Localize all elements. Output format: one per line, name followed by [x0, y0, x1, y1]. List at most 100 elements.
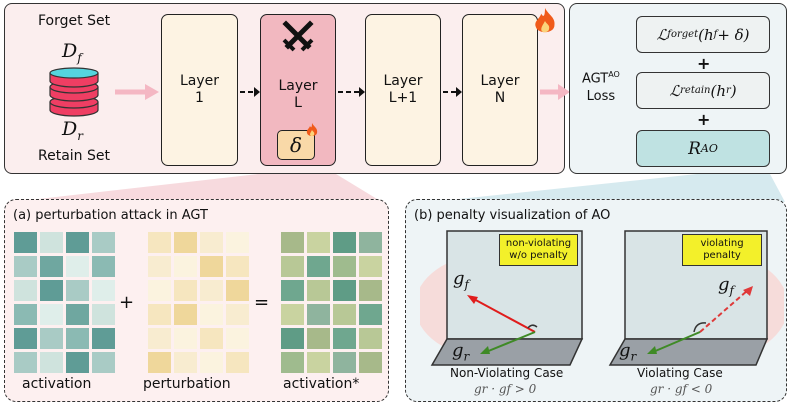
dashed-arrows [240, 87, 462, 97]
activation-star-cell [359, 328, 382, 349]
activation-label: activation [22, 376, 92, 392]
plus-sign: + [697, 110, 711, 129]
perturbation-cell [226, 256, 249, 277]
delta-symbol: δ [289, 133, 303, 157]
perturbation-cell [226, 280, 249, 301]
input-arrow [115, 84, 159, 100]
activation-cell [92, 280, 115, 301]
layer-1-index: 1 [195, 90, 204, 106]
gf-label: gf [718, 274, 734, 298]
perturbation-cell [174, 280, 197, 301]
activation-star-cell [281, 328, 304, 349]
activation-grid [14, 232, 115, 373]
activation-cell [66, 352, 89, 373]
loss-label: AGTAO Loss [582, 70, 620, 104]
connector-wedges [12, 174, 785, 202]
layer-l-index: L [294, 95, 302, 111]
non-violating-caption: Non-Violating Case [450, 366, 564, 380]
equals-operator: = [254, 292, 270, 313]
violating-tag: violating penalty [682, 234, 762, 266]
layer-l1-name: Layer [383, 72, 423, 89]
forget-set-label: Forget Set [38, 13, 111, 29]
plus-operator: + [119, 292, 135, 313]
perturbation-cell [200, 280, 223, 301]
non-violating-tag: non-violating w/o penalty [499, 234, 578, 266]
activation-cell [92, 352, 115, 373]
activation-cell [92, 328, 115, 349]
layer-n-name: Layer [480, 72, 520, 89]
activation-star-cell [359, 256, 382, 277]
activation-cell [40, 328, 63, 349]
perturbation-cell [148, 352, 171, 373]
activation-star-cell [359, 304, 382, 325]
perturbation-cell [226, 352, 249, 373]
panel-b-title: (b) penalty visualization of AO [414, 208, 611, 223]
activation-star-cell [333, 256, 356, 277]
df-symbol: Df [62, 40, 82, 65]
perturbation-cell [200, 352, 223, 373]
perturbation-cell [148, 280, 171, 301]
activation-star-cell [307, 304, 330, 325]
activation-star-cell [307, 232, 330, 253]
activation-star-cell [281, 232, 304, 253]
flame-icon [306, 123, 318, 137]
violating-caption: Violating Case [637, 366, 723, 380]
activation-star-label: activation* [283, 376, 360, 392]
delta-box: δ [277, 130, 315, 160]
activation-cell [92, 256, 115, 277]
layer-1: Layer 1 [161, 14, 238, 166]
activation-cell [14, 352, 37, 373]
layer-n-index: N [494, 90, 506, 106]
perturbation-cell [200, 256, 223, 277]
perturbation-cell [200, 304, 223, 325]
layer-1-name: Layer [179, 72, 220, 89]
activation-cell [66, 232, 89, 253]
activation-cell [14, 280, 37, 301]
activation-star-cell [307, 328, 330, 349]
activation-star-cell [281, 304, 304, 325]
perturbation-grid [148, 232, 249, 373]
gr-label: gr [619, 340, 637, 364]
layer-l-name: Layer [278, 77, 318, 94]
activation-cell [92, 232, 115, 253]
database-icon [49, 67, 99, 117]
gf-label: gf [453, 268, 469, 292]
activation-star-cell [359, 352, 382, 373]
activation-cell [66, 256, 89, 277]
activation-star-cell [333, 280, 356, 301]
activation-cell [66, 280, 89, 301]
activation-cell [92, 304, 115, 325]
activation-cell [40, 280, 63, 301]
perturbation-cell [200, 328, 223, 349]
panel-a-title: (a) perturbation attack in AGT [13, 208, 208, 223]
dr-symbol: Dr [62, 118, 83, 143]
retain-set-label: Retain Set [38, 148, 110, 164]
activation-cell [14, 232, 37, 253]
gr-label: gr [452, 340, 470, 364]
activation-star-cell [307, 352, 330, 373]
perturbation-cell [148, 232, 171, 253]
activation-cell [40, 232, 63, 253]
activation-cell [66, 328, 89, 349]
activation-star-grid [281, 232, 382, 373]
activation-star-cell [333, 352, 356, 373]
plus-sign: + [697, 54, 711, 73]
activation-star-cell [333, 232, 356, 253]
perturbation-cell [226, 232, 249, 253]
activation-star-cell [359, 280, 382, 301]
perturbation-cell [200, 232, 223, 253]
perturbation-cell [174, 352, 197, 373]
activation-star-cell [281, 280, 304, 301]
perturbation-cell [148, 304, 171, 325]
layer-l-plus-1: Layer L+1 [365, 14, 441, 166]
perturbation-cell [174, 232, 197, 253]
crossed-swords-icon [282, 20, 314, 52]
non-violating-formula: gr · gf > 0 [474, 382, 537, 396]
perturbation-cell [148, 328, 171, 349]
flame-icon [535, 8, 555, 33]
layer-l1-index: L+1 [388, 90, 418, 106]
activation-star-cell [333, 304, 356, 325]
perturbation-cell [174, 304, 197, 325]
